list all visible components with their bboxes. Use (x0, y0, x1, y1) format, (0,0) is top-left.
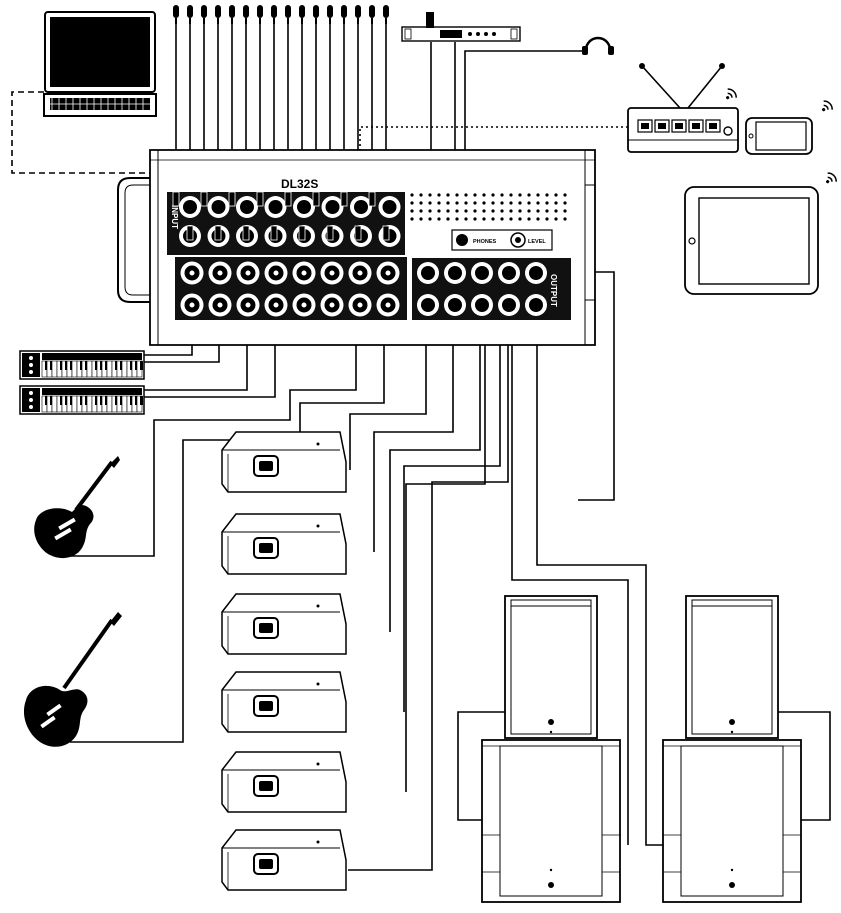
sub-link-cable (778, 711, 831, 821)
monitor-cable (403, 322, 501, 712)
microphone-icon (299, 5, 305, 24)
xlr-plug (200, 191, 208, 207)
keyboard-icon (19, 385, 145, 415)
mixer-chassis (117, 149, 596, 346)
microphone-icon (271, 5, 277, 24)
main-speaker-icon (685, 595, 779, 739)
xlr-plug (340, 191, 348, 207)
wireless-signal-icon (826, 172, 837, 184)
xlr-plug (270, 225, 278, 241)
monitor-cable (405, 322, 486, 792)
brand-logo: DL32S (281, 177, 318, 191)
monitor-cable (349, 322, 427, 470)
microphone-icon (187, 5, 193, 24)
microphone-icon (257, 5, 263, 24)
monitor-cable (389, 322, 481, 632)
bass-guitar-icon (23, 612, 122, 747)
level-label: LEVEL (528, 239, 546, 245)
output-label: OUTPUT (549, 274, 558, 307)
xlr-plug (214, 225, 222, 241)
keyboard-cable (144, 322, 276, 398)
headphones-icon (582, 36, 614, 55)
microphone-icon (313, 5, 319, 24)
main-left-cable (511, 322, 629, 845)
monitor-cable (373, 322, 454, 552)
xlr-plug (298, 225, 306, 241)
xlr-plug (256, 191, 264, 207)
wireless-signal-icon (726, 88, 737, 100)
keyboard-icon (19, 350, 145, 380)
floor-monitor-icon (221, 751, 347, 813)
xlr-plug (354, 225, 362, 241)
main-right-cable (536, 322, 664, 846)
wifi-router-icon (627, 63, 739, 153)
microphone-icon (355, 5, 361, 24)
xlr-plug (228, 191, 236, 207)
rack-processor-icon (401, 12, 521, 42)
guitar-cable (66, 322, 357, 557)
floor-monitor-icon (221, 593, 347, 655)
sub-link-cable (457, 711, 505, 821)
microphone-icon (327, 5, 333, 24)
wireless-signal-icon (822, 100, 833, 112)
floor-monitor-icon (221, 829, 347, 891)
tablet-icon (684, 172, 837, 295)
input-label: INPUT (170, 205, 179, 229)
floor-monitor-icon (221, 513, 347, 575)
microphone-icon (229, 5, 235, 24)
microphone-icon (383, 5, 389, 24)
electric-guitar-icon (34, 456, 120, 559)
subwoofer-icon (481, 739, 621, 903)
xlr-plug (368, 191, 376, 207)
floor-monitor-icon (221, 671, 347, 733)
main-speaker-icon (504, 595, 598, 739)
floor-monitor-icon (221, 431, 347, 493)
xlr-plug (312, 191, 320, 207)
xlr-plug (326, 225, 334, 241)
xlr-plug (382, 225, 390, 241)
xlr-plug (242, 225, 250, 241)
smartphone-icon (745, 100, 833, 155)
xlr-plug (186, 225, 194, 241)
laptop-icon (43, 11, 157, 117)
xlr-plug (284, 191, 292, 207)
microphone-icon (201, 5, 207, 24)
xlr-plug (172, 191, 180, 207)
microphone-icon (285, 5, 291, 24)
subwoofer-icon (662, 739, 802, 903)
microphone-icon (369, 5, 375, 24)
microphone-icon (243, 5, 249, 24)
phones-label: PHONES (473, 239, 497, 245)
monitor-cable (348, 322, 509, 871)
microphone-icon (341, 5, 347, 24)
microphone-icon (173, 5, 179, 24)
microphone-icon (215, 5, 221, 24)
